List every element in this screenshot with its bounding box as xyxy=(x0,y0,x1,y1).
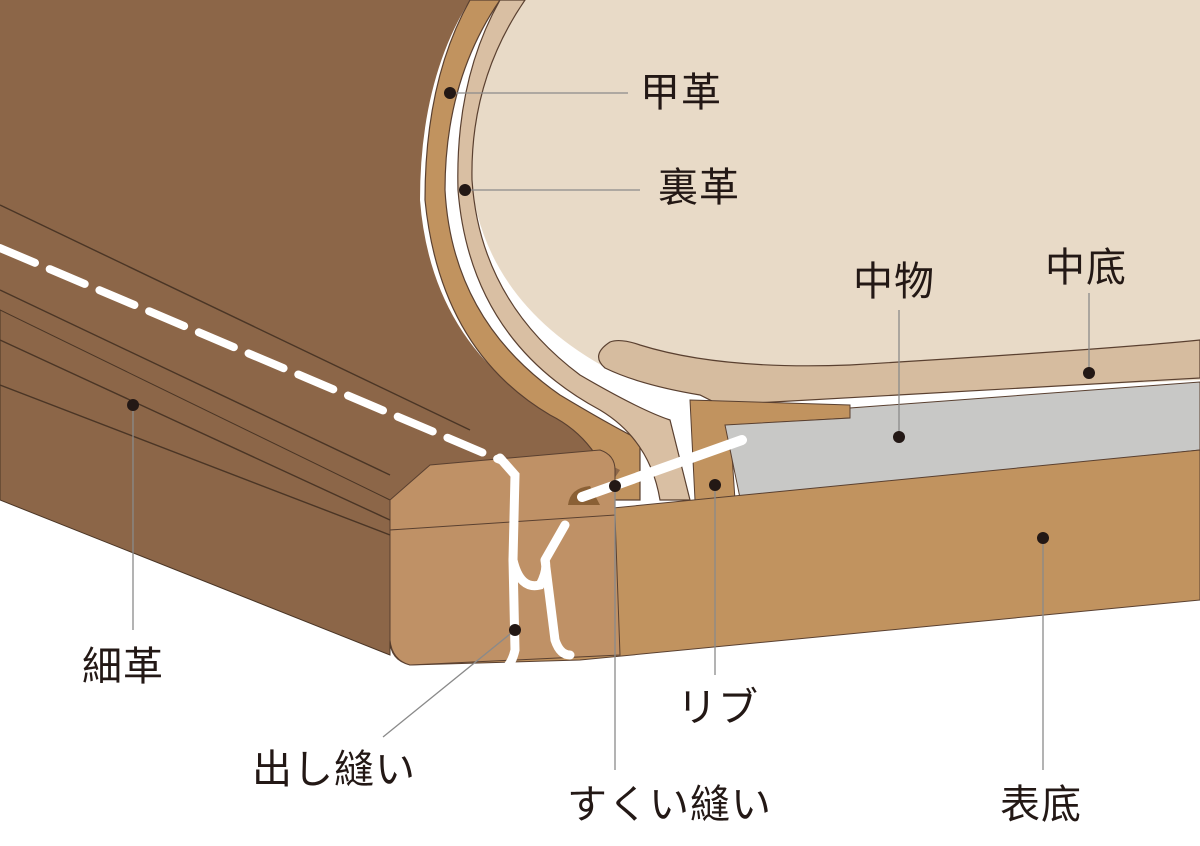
upper-leather-band xyxy=(424,0,641,501)
welt-stitch-thread xyxy=(577,435,747,502)
welt-edge-lines xyxy=(0,204,471,536)
outsole-stitch-dashes xyxy=(0,244,504,464)
label-rib: リブ xyxy=(677,685,759,731)
marker-dots xyxy=(127,87,1095,636)
lining-band xyxy=(457,0,691,501)
upper-leather-body xyxy=(0,0,620,470)
label-outsole: 表底 xyxy=(1000,782,1082,828)
label-welt-stitch: すくい縫い xyxy=(567,782,772,828)
interior-area xyxy=(470,0,1200,396)
welt-side-face xyxy=(0,309,391,656)
leader-lines xyxy=(132,92,1090,770)
label-outsole-stitch: 出し縫い xyxy=(252,747,416,793)
label-upper-leather: 甲革 xyxy=(640,70,722,116)
label-insole: 中底 xyxy=(1045,245,1127,291)
outsole-stitch-thread xyxy=(495,453,575,660)
label-lining-leather: 裏革 xyxy=(658,165,740,211)
label-filler: 中物 xyxy=(853,259,935,305)
outsole-front-face xyxy=(389,514,621,666)
label-welt: 細革 xyxy=(82,644,164,690)
outsole-stitch-thread-2 xyxy=(490,520,570,677)
